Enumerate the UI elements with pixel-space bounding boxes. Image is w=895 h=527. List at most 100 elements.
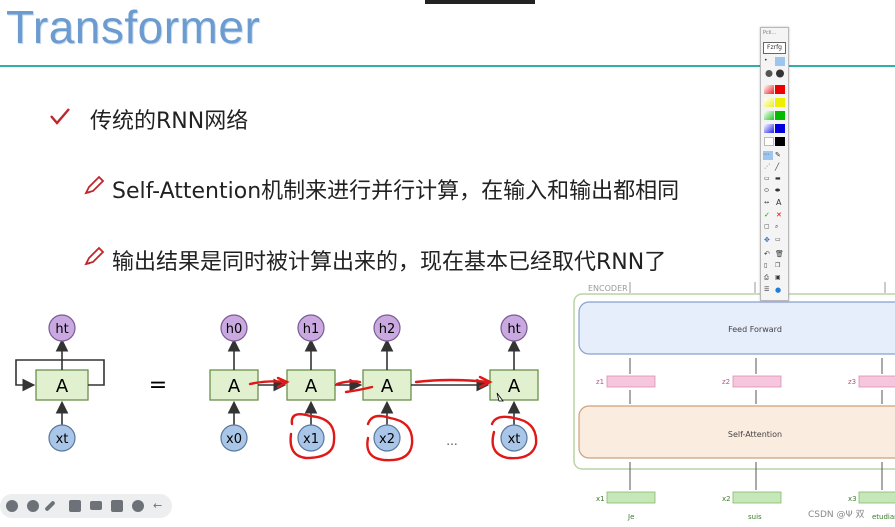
- annotation-toolbar: Pcli... Fzrfg • ⋯ ✎ ⋰ ╱ ▭ ▬ ⬭ ⬬ ↔ A ✓ ✕ …: [760, 27, 789, 301]
- x-label: xt: [56, 432, 69, 447]
- ellipse-tool-icon[interactable]: ⬭: [764, 187, 770, 194]
- camera-icon[interactable]: [90, 501, 102, 510]
- arrow-tool-icon[interactable]: ↔: [764, 199, 770, 206]
- bullet-item: 传统的RNN网络: [48, 103, 348, 134]
- svg-text:A: A: [508, 376, 521, 397]
- unrolled-step: A h2 x2: [362, 314, 412, 452]
- recurrent-loop: [15, 359, 105, 392]
- color-yellow[interactable]: [775, 98, 785, 107]
- bullet-text: Self-Attention机制来进行并行计算，在输入和输出都相同: [112, 179, 680, 204]
- encoder-panel: ENCODER Feed Forward Self-Attention z1 z…: [570, 282, 895, 512]
- rect-tool-icon[interactable]: ▭: [764, 175, 770, 182]
- xlarge-dot-button[interactable]: [775, 69, 785, 78]
- encoder-words: Je suis etudiant: [628, 513, 895, 521]
- pen-tool-icon[interactable]: ⋯: [763, 151, 773, 160]
- back-arrow-icon[interactable]: ←: [153, 499, 163, 512]
- color-black[interactable]: [775, 137, 785, 146]
- svg-text:h0: h0: [226, 322, 243, 337]
- bullet-item: Self-Attention机制来进行并行计算，在输入和输出都相同: [82, 173, 742, 204]
- undo-icon[interactable]: ↶: [764, 250, 770, 258]
- eraser-tool-icon[interactable]: ▭: [775, 236, 781, 243]
- svg-text:x2: x2: [722, 495, 731, 503]
- color-green[interactable]: [775, 111, 785, 120]
- subtitles-icon[interactable]: [111, 500, 123, 512]
- svg-text:x3: x3: [848, 495, 857, 503]
- self-attention-label: Self-Attention: [728, 430, 782, 439]
- check-tool-icon[interactable]: ✓: [764, 211, 770, 219]
- color-green-light[interactable]: [764, 111, 774, 120]
- svg-text:A: A: [228, 376, 241, 397]
- color-red-light[interactable]: [764, 85, 774, 94]
- rnn-cell: [35, 369, 89, 401]
- red-annotation: [248, 375, 538, 462]
- watermark: CSDN @Ψ 双: [808, 510, 865, 520]
- mode-button[interactable]: Fzrfg: [763, 42, 786, 54]
- bullet-item: 输出结果是同时被计算出来的，现在基本已经取代RNN了: [82, 244, 742, 275]
- zoom-tool-icon[interactable]: ⌕: [775, 223, 779, 230]
- save-icon[interactable]: ▣: [775, 274, 781, 281]
- copy-icon[interactable]: ❐: [775, 262, 781, 269]
- unrolled-step: A h1 x1: [286, 314, 336, 452]
- new-page-icon[interactable]: ▯: [764, 262, 768, 269]
- x-node: [48, 424, 76, 452]
- marker-tool-icon[interactable]: ✎: [775, 151, 781, 159]
- print-icon[interactable]: ⎙: [764, 274, 769, 281]
- filled-ellipse-tool-icon[interactable]: ⬬: [775, 187, 781, 194]
- color-red[interactable]: [775, 85, 785, 94]
- medium-dot-button[interactable]: [775, 57, 785, 66]
- bullet-text: 传统的RNN网络: [90, 109, 249, 134]
- grid-view-icon[interactable]: [69, 500, 81, 512]
- pen-icon[interactable]: [44, 500, 56, 512]
- color-blue[interactable]: [775, 124, 785, 133]
- svg-text:x1: x1: [596, 495, 605, 503]
- bullet-text: 输出结果是同时被计算出来的，现在基本已经取代RNN了: [112, 250, 667, 275]
- encoder-frame: [573, 293, 895, 470]
- filled-rect-tool-icon[interactable]: ▬: [775, 175, 781, 182]
- svg-text:h2: h2: [379, 322, 396, 337]
- unrolled-step: A h0 x0: [209, 314, 259, 452]
- svg-text:A: A: [381, 376, 394, 397]
- svg-text:z3: z3: [848, 378, 856, 386]
- cross-tool-icon[interactable]: ✕: [776, 211, 782, 219]
- text-tool-icon[interactable]: A: [776, 198, 782, 207]
- window-tab-strip: [425, 0, 535, 4]
- more-options-icon[interactable]: [132, 500, 144, 512]
- encoder-label: ENCODER: [588, 284, 628, 293]
- feed-forward-box: [578, 301, 895, 355]
- pencil-icon: [82, 175, 106, 203]
- svg-text:z1: z1: [596, 378, 604, 386]
- presentation-controls: ←: [0, 494, 172, 518]
- dash-tool-icon[interactable]: ⋰: [764, 163, 770, 170]
- rnn-diagram: A ht xt = A h0 x0 A h1 x1 A h2 x2: [15, 314, 539, 462]
- svg-text:z2: z2: [722, 378, 730, 386]
- menu-icon[interactable]: ☰: [764, 286, 770, 293]
- svg-text:x1: x1: [303, 432, 319, 447]
- x-vectors: x1 x2 x3: [596, 491, 895, 504]
- self-attention-box: [578, 405, 895, 459]
- previous-slide-icon[interactable]: [6, 500, 18, 512]
- svg-text:xt: xt: [508, 432, 521, 447]
- color-blue-light[interactable]: [764, 124, 774, 133]
- help-icon[interactable]: ●: [775, 286, 782, 294]
- svg-text:h1: h1: [303, 322, 320, 337]
- toolbar-title: Pcli...: [763, 30, 777, 36]
- move-tool-icon[interactable]: ✥: [764, 236, 770, 244]
- unrolled-step: A ht xt: [489, 314, 539, 452]
- svg-text:A: A: [305, 376, 318, 397]
- svg-text:x0: x0: [226, 432, 242, 447]
- rnn-cell-label: A: [56, 376, 69, 397]
- large-dot-button[interactable]: [764, 69, 774, 78]
- equals-sign: =: [149, 373, 167, 398]
- trash-icon[interactable]: 🗑: [775, 250, 784, 258]
- color-yellow-light[interactable]: [764, 98, 774, 107]
- slide-title: Transformer: [6, 1, 261, 53]
- h-label: ht: [55, 322, 68, 337]
- small-dot-button[interactable]: •: [764, 57, 768, 64]
- color-white[interactable]: [764, 137, 774, 146]
- mouse-cursor-icon: [496, 392, 504, 402]
- line-tool-icon[interactable]: ╱: [775, 163, 780, 171]
- next-slide-icon[interactable]: [27, 500, 39, 512]
- ellipsis: ...: [446, 434, 457, 448]
- checkmark-icon: [48, 105, 72, 133]
- screen-tool-icon[interactable]: ▢: [764, 223, 770, 230]
